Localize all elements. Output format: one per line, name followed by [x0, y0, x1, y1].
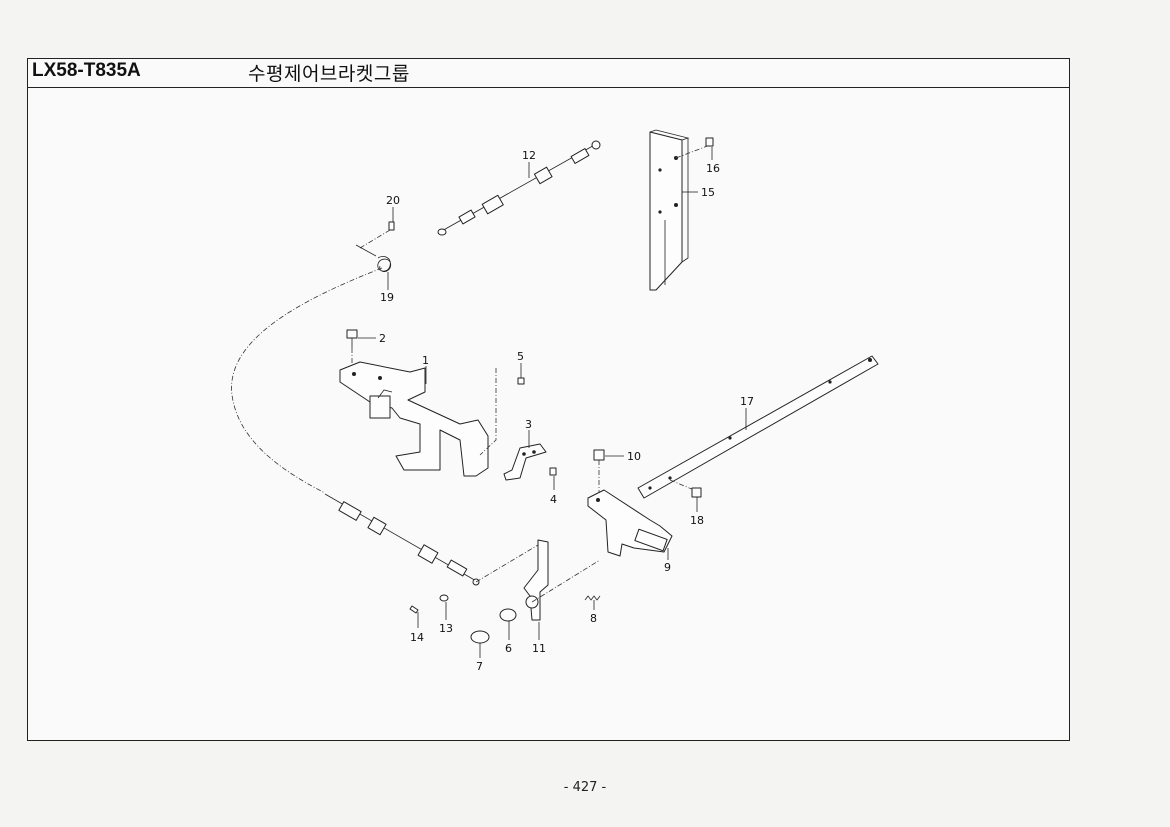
callout-15: 15 — [701, 186, 715, 199]
page-number: - 427 - — [563, 780, 607, 795]
callout-17: 17 — [740, 395, 754, 408]
bolt-2 — [346, 329, 358, 370]
bolt-5 — [517, 377, 525, 385]
callout-8: 8 — [590, 612, 597, 625]
small-plate — [503, 443, 557, 481]
group-title: 수평제어브라켓그룹 — [248, 63, 410, 85]
callout-13: 13 — [439, 622, 453, 635]
callout-1: 1 — [422, 354, 429, 367]
callout-11: 11 — [532, 642, 546, 655]
spring-8 — [584, 595, 601, 601]
pin-14 — [409, 605, 419, 614]
callout-14: 14 — [410, 631, 424, 644]
mounting-bracket — [587, 489, 673, 557]
main-bracket — [339, 361, 497, 477]
ring-7 — [470, 630, 490, 644]
cable-route-line — [231, 267, 383, 494]
callout-6: 6 — [505, 642, 512, 655]
leader-lines — [358, 147, 747, 658]
callout-20: 20 — [386, 194, 400, 207]
callout-18: 18 — [690, 514, 704, 527]
cable-upper — [437, 140, 601, 236]
vertical-bracket — [649, 129, 714, 291]
long-rod — [637, 355, 879, 499]
callout-5: 5 — [517, 350, 524, 363]
washer-13 — [439, 594, 449, 602]
spring-assembly — [355, 221, 395, 272]
bolt-10 — [593, 449, 605, 492]
title-bar: LX58-T835A 수평제어브라켓그룹 — [28, 59, 1069, 88]
callout-4: 4 — [550, 493, 557, 506]
callout-16: 16 — [706, 162, 720, 175]
callout-19: 19 — [380, 291, 394, 304]
bolt-18 — [691, 487, 702, 498]
callout-10: 10 — [627, 450, 641, 463]
cable-lower — [324, 493, 480, 586]
callout-12: 12 — [522, 149, 536, 162]
callout-9: 9 — [664, 561, 671, 574]
lever-arm — [475, 539, 601, 621]
model-code: LX58-T835A — [32, 60, 141, 81]
washer-6 — [499, 608, 517, 622]
callout-7: 7 — [476, 660, 483, 673]
callout-3: 3 — [525, 418, 532, 431]
callout-2: 2 — [379, 332, 386, 345]
